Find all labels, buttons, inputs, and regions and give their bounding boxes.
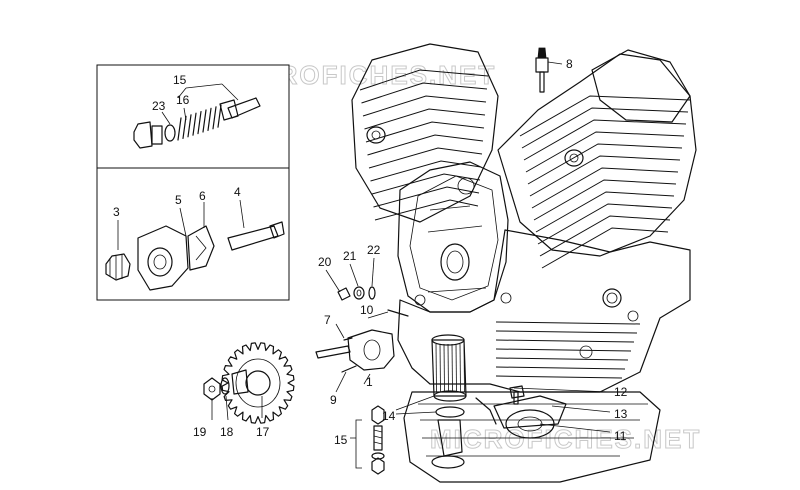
- callout-4: 4: [234, 185, 241, 199]
- oil-pressure-switch: [535, 47, 549, 93]
- callout-6: 6: [199, 189, 206, 203]
- oil-filter-cartridge: [431, 334, 467, 402]
- inset-panel-relief-valve: [96, 64, 290, 169]
- callout-16: 16: [176, 93, 190, 107]
- callout-1: 1: [366, 375, 373, 389]
- callout-15-lower: 15: [334, 433, 348, 447]
- callout-23: 23: [152, 99, 166, 113]
- nut-and-washer: [203, 377, 230, 401]
- callout-17: 17: [256, 425, 270, 439]
- filter-seal: [435, 406, 465, 418]
- callout-9: 9: [330, 393, 337, 407]
- oil-pump-exploded: [315, 329, 395, 371]
- callout-3: 3: [113, 205, 120, 219]
- callout-5: 5: [175, 193, 182, 207]
- leader-lines: [117, 61, 611, 433]
- inset-panel-oil-pump: [96, 167, 290, 301]
- callout-19: 19: [193, 425, 207, 439]
- callout-12: 12: [614, 385, 628, 399]
- callout-8: 8: [566, 57, 573, 71]
- callout-18: 18: [220, 425, 234, 439]
- engine-block: [351, 43, 697, 483]
- filter-cover-assembly: [431, 397, 497, 469]
- callout-13: 13: [614, 407, 628, 421]
- callout-7: 7: [324, 313, 331, 327]
- crankcase: [397, 229, 691, 393]
- callout-10: 10: [360, 303, 374, 317]
- pump-drive-sprocket: [221, 342, 295, 424]
- oil-pump-body: [105, 221, 285, 291]
- relief-valve-assembly: [133, 97, 261, 149]
- washers-and-bolt: [337, 286, 409, 373]
- drain-plug-assembly: [371, 405, 385, 475]
- callout-15-top: 15: [173, 73, 187, 87]
- callout-21: 21: [343, 249, 357, 263]
- timing-cover: [397, 161, 509, 313]
- bracket-15-lower: [350, 419, 362, 469]
- callout-numbers: 15 23 16 3 5 6 4 8 20 21 22 10 7 1 9 19 …: [113, 57, 628, 447]
- right-cylinder: [497, 49, 697, 269]
- callout-20: 20: [318, 255, 332, 269]
- callout-14: 14: [382, 409, 396, 423]
- watermark-bottom: MICROFICHES.NET: [430, 424, 701, 454]
- callout-22: 22: [367, 243, 381, 257]
- screen-gasket-plate: [493, 385, 567, 429]
- callout-11: 11: [614, 429, 627, 443]
